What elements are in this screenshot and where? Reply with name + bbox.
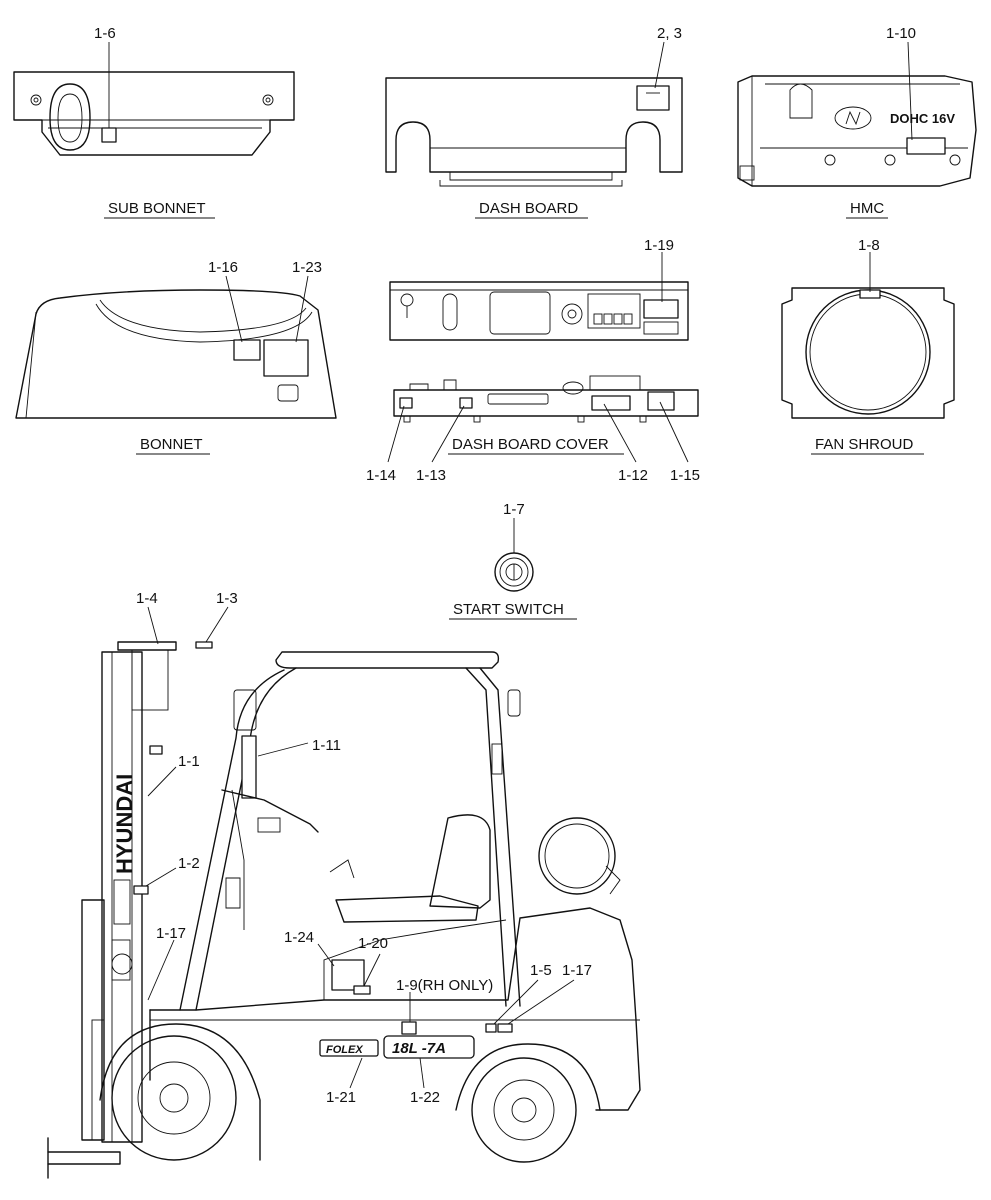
callout-1-8: 1-8 [858, 237, 880, 254]
callout-1-7: 1-7 [503, 501, 525, 518]
dash-board-drawing [385, 41, 683, 187]
fan-shroud-drawing [781, 252, 955, 419]
callout-1-4: 1-4 [136, 590, 158, 607]
callout-1-16: 1-16 [208, 259, 238, 276]
callout-1-14: 1-14 [366, 467, 396, 484]
dash-board-panel-drawing [389, 252, 689, 341]
forklift-leader-lines [145, 606, 575, 1089]
callout-2-3: 2, 3 [657, 25, 682, 42]
callout-1-2: 1-2 [178, 855, 200, 872]
forklift-side-view: HYUNDAI [47, 641, 641, 1179]
start-switch-drawing [494, 518, 534, 592]
caption-sub-bonnet: SUB BONNET [108, 200, 206, 217]
caption-bonnet: BONNET [140, 436, 203, 453]
caption-dash-board-cover: DASH BOARD COVER [452, 436, 609, 453]
engine-cover-text: DOHC 16V [890, 111, 955, 126]
series-badge: FOLEX [326, 1044, 363, 1056]
callout-1-17-right: 1-17 [562, 962, 592, 979]
callout-1-24: 1-24 [284, 929, 314, 946]
callout-1-19: 1-19 [644, 237, 674, 254]
callout-1-11: 1-11 [312, 737, 341, 754]
caption-start-switch: START SWITCH [453, 601, 564, 618]
callout-1-12: 1-12 [618, 467, 648, 484]
callout-1-9: 1-9(RH ONLY) [396, 977, 493, 994]
dash-board-cover-drawing [387, 375, 699, 463]
caption-dash-board: DASH BOARD [479, 200, 578, 217]
callout-1-5: 1-5 [530, 962, 552, 979]
callout-1-13: 1-13 [416, 467, 446, 484]
callout-1-1: 1-1 [178, 753, 200, 770]
hmc-engine-cover-drawing: DOHC 16V [737, 41, 977, 187]
callout-1-23: 1-23 [292, 259, 322, 276]
callout-1-22: 1-22 [410, 1089, 440, 1106]
sub-bonnet-drawing [13, 42, 295, 156]
callout-1-10: 1-10 [886, 25, 916, 42]
mast-brand-decal: HYUNDAI [112, 774, 137, 874]
caption-hmc: HMC [850, 200, 884, 217]
caption-fan-shroud: FAN SHROUD [815, 436, 914, 453]
callout-1-6: 1-6 [94, 25, 116, 42]
model-badge: 18L -7A [392, 1040, 446, 1057]
callout-1-21: 1-21 [326, 1089, 356, 1106]
callout-1-20: 1-20 [358, 935, 388, 952]
bonnet-drawing [15, 275, 337, 419]
callout-1-3: 1-3 [216, 590, 238, 607]
callout-1-15: 1-15 [670, 467, 700, 484]
callout-1-17-left: 1-17 [156, 925, 186, 942]
